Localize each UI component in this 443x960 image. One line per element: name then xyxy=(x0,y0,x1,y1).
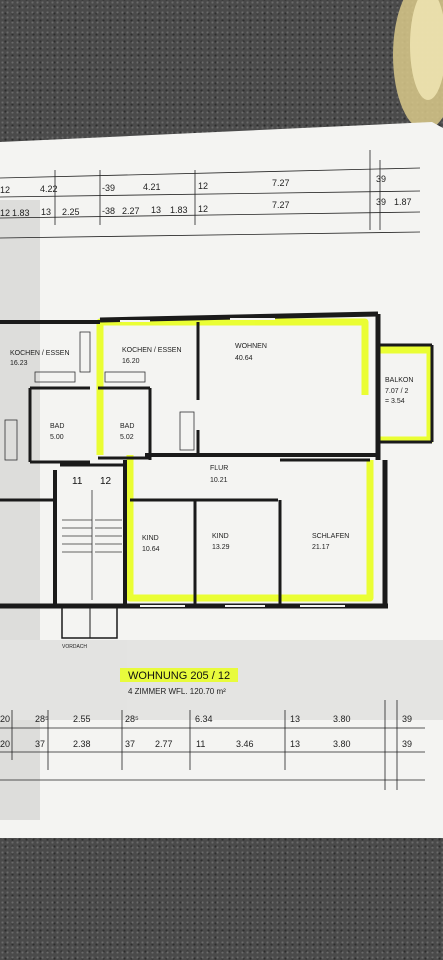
dim-b1-0: 20 xyxy=(0,714,10,724)
kitchen-fittings xyxy=(4,331,195,461)
top-dim-row2: 12 1.83 13 2.25 -38 2.27 13 1.83 12 7.27… xyxy=(0,197,412,218)
room-flur-name: FLUR xyxy=(210,465,228,472)
dim-t2-4: -38 xyxy=(102,206,115,216)
room-labels: KOCHEN / ESSEN 16.23 KOCHEN / ESSEN 16.2… xyxy=(10,343,413,650)
room-bad-left-area: 5.00 xyxy=(50,434,64,441)
dim-b1-1: 28⁵ xyxy=(35,714,49,724)
unit-title-block: WOHNUNG 205 / 12 4 ZIMMER WFL. 120.70 m² xyxy=(120,668,238,696)
dim-t2-9: 7.27 xyxy=(272,200,290,210)
dim-b2-8: 3.80 xyxy=(333,739,351,749)
dim-b2-0: 20 xyxy=(0,739,10,749)
dim-t2-11: 1.87 xyxy=(394,197,412,207)
glass-object xyxy=(393,0,443,130)
top-dimension-lines xyxy=(0,150,421,239)
stair-label-12: 12 xyxy=(100,476,112,487)
dim-b1-3: 28⁵ xyxy=(125,714,139,724)
dim-b2-4: 2.77 xyxy=(155,739,173,749)
dim-b2-7: 13 xyxy=(290,739,300,749)
stair-label-11: 11 xyxy=(72,476,83,487)
dim-t2-0: 12 xyxy=(0,208,10,218)
dim-b2-6: 3.46 xyxy=(236,739,254,749)
dim-b2-2: 2.38 xyxy=(73,739,91,749)
room-kind2-area: 13.29 xyxy=(212,544,230,551)
dim-b2-9: 39 xyxy=(402,739,412,749)
walls xyxy=(0,311,434,639)
dim-t1-4: 12 xyxy=(198,181,208,191)
dim-t2-1: 1.83 xyxy=(12,208,30,218)
top-dim-row1: 12 4.22 -39 4.21 12 7.27 39 xyxy=(0,174,386,195)
paper-sheet xyxy=(0,122,443,838)
dim-b1-2: 2.55 xyxy=(73,714,91,724)
dim-t1-2: -39 xyxy=(102,183,115,193)
dim-t2-2: 13 xyxy=(41,207,51,217)
unit-title: WOHNUNG 205 / 12 xyxy=(128,670,230,682)
room-kind1-area: 10.64 xyxy=(142,546,160,553)
dim-t1-3: 4.21 xyxy=(143,182,161,192)
dim-t2-10: 39 xyxy=(376,197,386,207)
windows xyxy=(120,318,379,607)
dim-b1-4: 6.34 xyxy=(195,714,213,724)
room-wohnen-name: WOHNEN xyxy=(235,343,267,350)
dim-b2-1: 37 xyxy=(35,739,45,749)
room-bad-area: 5.02 xyxy=(120,434,134,441)
dim-t2-6: 13 xyxy=(151,205,161,215)
dim-t2-7: 1.83 xyxy=(170,205,188,215)
room-balkon-name: BALKON xyxy=(385,377,413,384)
dim-b1-5: 13 xyxy=(290,714,300,724)
dim-b2-3: 37 xyxy=(125,739,135,749)
dim-b2-5: 11 xyxy=(196,739,205,749)
room-kochen-name: KOCHEN / ESSEN xyxy=(122,347,182,354)
room-schlafen-name: SCHLAFEN xyxy=(312,533,349,540)
room-bad-name: BAD xyxy=(120,423,134,430)
room-bad-left-name: BAD xyxy=(50,423,64,430)
title-highlight xyxy=(120,668,238,682)
stairs xyxy=(62,490,122,600)
room-flur-area: 10.21 xyxy=(210,477,228,484)
vordach-label: VORDACH xyxy=(62,644,87,650)
dim-t1-0: 12 xyxy=(0,185,10,195)
bottom-dimension-lines xyxy=(0,700,425,790)
room-kind2-name: KIND xyxy=(212,533,229,540)
dim-t1-6: 39 xyxy=(376,174,386,184)
dim-t1-5: 7.27 xyxy=(272,178,290,188)
room-balkon-area1: 7.07 / 2 xyxy=(385,388,408,395)
dim-t2-5: 2.27 xyxy=(122,206,140,216)
bottom-dim-row2: 20 37 2.38 37 2.77 11 3.46 13 3.80 39 xyxy=(0,739,412,749)
room-kochen-area: 16.20 xyxy=(122,358,140,365)
dim-t1-1: 4.22 xyxy=(40,184,58,194)
unit-subtitle: 4 ZIMMER WFL. 120.70 m² xyxy=(128,687,226,696)
dim-t2-3: 2.25 xyxy=(62,207,80,217)
room-kochen-left-name: KOCHEN / ESSEN xyxy=(10,350,70,357)
dim-b1-6: 3.80 xyxy=(333,714,351,724)
room-schlafen-area: 21.17 xyxy=(312,544,330,551)
dim-b1-7: 39 xyxy=(402,714,412,724)
room-kochen-left-area: 16.23 xyxy=(10,360,28,367)
paper-grain xyxy=(0,200,443,820)
bottom-dim-row1: 20 28⁵ 2.55 28⁵ 6.34 13 3.80 39 xyxy=(0,714,412,724)
room-balkon-area2: = 3.54 xyxy=(385,398,405,405)
room-kind1-name: KIND xyxy=(142,535,159,542)
room-wohnen-area: 40.64 xyxy=(235,355,253,362)
dim-t2-8: 12 xyxy=(198,204,208,214)
